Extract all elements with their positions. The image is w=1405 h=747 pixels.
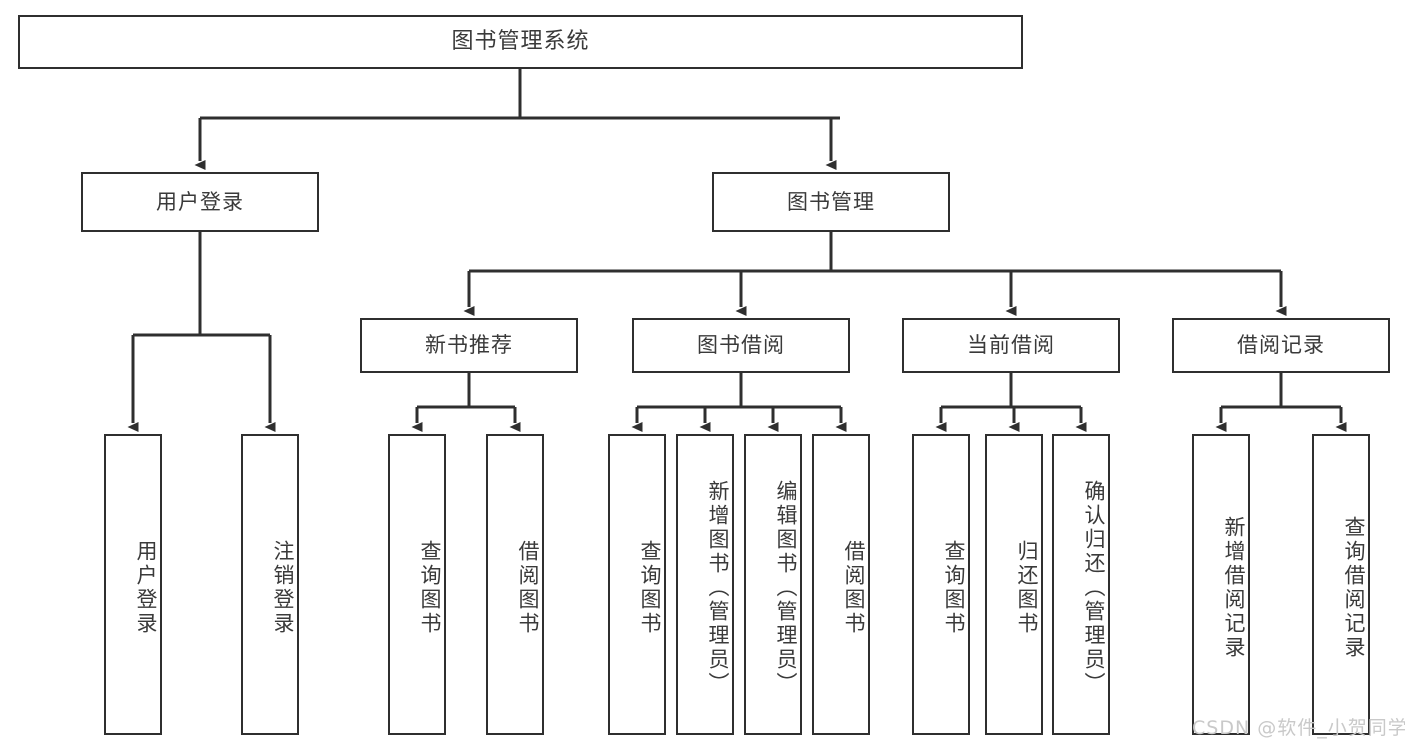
- leaf-add-borrow-record[interactable]: 新增借阅记录: [1192, 434, 1250, 735]
- node-label: 当前借阅: [967, 333, 1055, 358]
- csdn-watermark: CSDN @软件_小贺同学: [1192, 717, 1405, 739]
- node-label: 查询图书: [418, 539, 442, 636]
- leaf-borrow-book[interactable]: 借阅图书: [812, 434, 870, 735]
- node-label: 用户登录: [156, 189, 244, 214]
- node-label: 图书借阅: [697, 333, 785, 358]
- node-label: 新书推荐: [425, 333, 513, 358]
- node-label: 新增图书（管理员）: [706, 479, 730, 696]
- leaf-query-borrow-record[interactable]: 查询借阅记录: [1312, 434, 1370, 735]
- leaf-query-book-borrow[interactable]: 查询图书: [608, 434, 666, 735]
- leaf-borrow-book-recommend[interactable]: 借阅图书: [486, 434, 544, 735]
- node-new-book-recommend[interactable]: 新书推荐: [360, 318, 578, 373]
- node-user-login[interactable]: 用户登录: [81, 172, 319, 232]
- node-label: 归还图书: [1015, 539, 1039, 636]
- node-label: 查询图书: [942, 539, 966, 636]
- node-label: 借阅图书: [516, 539, 540, 636]
- leaf-return-book[interactable]: 归还图书: [985, 434, 1043, 735]
- leaf-add-book-admin[interactable]: 新增图书（管理员）: [676, 434, 734, 735]
- node-label: 图书管理: [787, 189, 875, 214]
- leaf-query-book-recommend[interactable]: 查询图书: [388, 434, 446, 735]
- node-label: 编辑图书（管理员）: [774, 479, 798, 696]
- node-root-system[interactable]: 图书管理系统: [18, 15, 1023, 69]
- node-borrow-record[interactable]: 借阅记录: [1172, 318, 1390, 373]
- node-book-borrow[interactable]: 图书借阅: [632, 318, 850, 373]
- leaf-query-book-current[interactable]: 查询图书: [912, 434, 970, 735]
- node-label: 用户登录: [134, 539, 158, 636]
- node-label: 查询图书: [638, 539, 662, 636]
- node-label: 查询借阅记录: [1342, 515, 1366, 660]
- leaf-edit-book-admin[interactable]: 编辑图书（管理员）: [744, 434, 802, 735]
- node-label: 图书管理系统: [451, 29, 590, 55]
- node-label: 借阅图书: [842, 539, 866, 636]
- node-label: 借阅记录: [1237, 333, 1325, 358]
- node-book-manage[interactable]: 图书管理: [712, 172, 950, 232]
- node-label: 确认归还（管理员）: [1082, 479, 1106, 696]
- node-label: 注销登录: [271, 539, 295, 636]
- leaf-user-login[interactable]: 用户登录: [104, 434, 162, 735]
- leaf-confirm-return-admin[interactable]: 确认归还（管理员）: [1052, 434, 1110, 735]
- node-current-borrow[interactable]: 当前借阅: [902, 318, 1120, 373]
- node-label: 新增借阅记录: [1222, 515, 1246, 660]
- leaf-logout[interactable]: 注销登录: [241, 434, 299, 735]
